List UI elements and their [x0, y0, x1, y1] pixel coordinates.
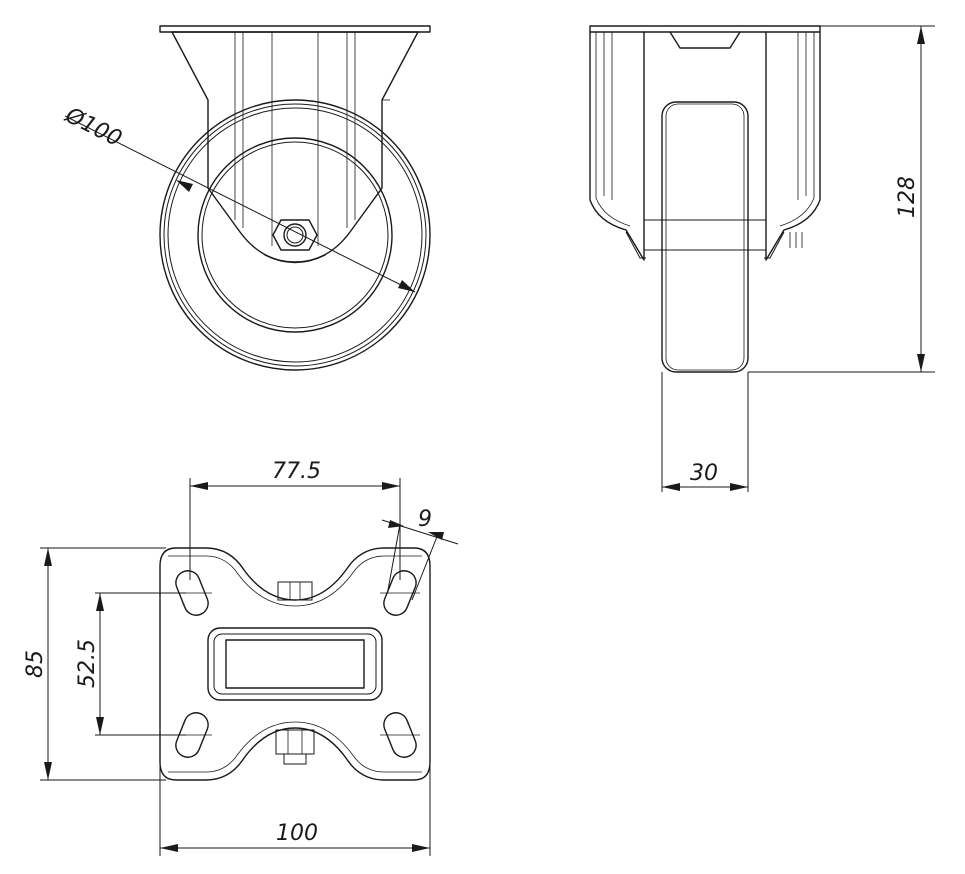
dim-wheel-diameter: Ø100 [60, 103, 125, 152]
side-view: 128 30 [589, 25, 935, 492]
dim-overall-height: 128 [895, 176, 920, 218]
front-view: Ø100 [60, 25, 431, 371]
dim-plate-width: 100 [276, 821, 318, 846]
dim-slot-width: 9 [418, 507, 432, 532]
dim-bolt-spacing-x: 77.5 [272, 459, 321, 484]
plate-view: 77.5 9 85 52.5 100 [23, 459, 459, 856]
mounting-slots [172, 570, 420, 758]
dim-bolt-spacing-y: 52.5 [75, 639, 100, 688]
dim-wheel-width: 30 [690, 461, 718, 486]
dim-plate-height: 85 [23, 650, 48, 678]
